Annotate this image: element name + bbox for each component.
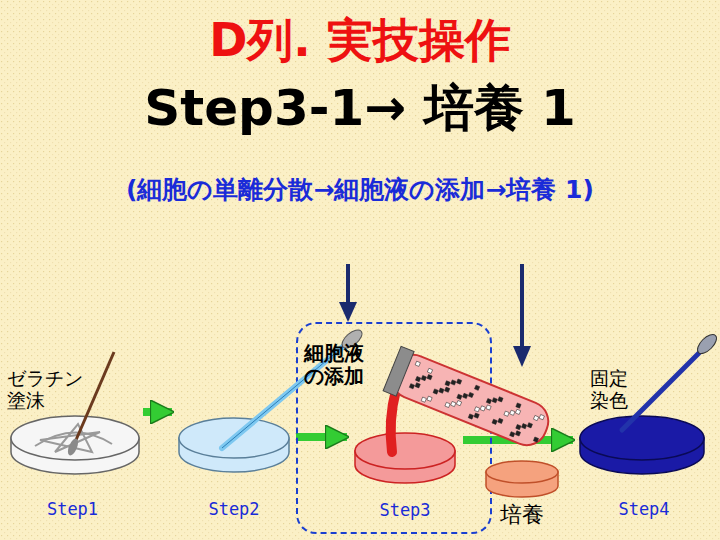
cell-dot bbox=[468, 392, 473, 397]
dish-top bbox=[355, 433, 455, 469]
cell-dot bbox=[415, 383, 420, 388]
cell-dot bbox=[527, 423, 532, 428]
step3-region: 細胞液 の添加 Step3 bbox=[296, 322, 492, 534]
step-label: Step3 bbox=[350, 501, 460, 521]
cell-dot bbox=[415, 361, 420, 366]
cell-suspension-stream bbox=[391, 390, 396, 452]
cell-dot bbox=[510, 432, 515, 437]
cell-dot bbox=[445, 381, 450, 386]
petri-dish: Step2 bbox=[175, 362, 293, 527]
step-arrow bbox=[296, 433, 347, 441]
cell-dot bbox=[486, 399, 491, 404]
cell-dot bbox=[516, 424, 521, 429]
slide-title: D列. 実技操作 bbox=[0, 14, 720, 67]
cell-dot bbox=[492, 398, 497, 403]
node-label: 培養 bbox=[484, 502, 560, 527]
subtitle: Step3-1→ 培養 1 bbox=[0, 80, 720, 138]
node-label: ゼラチン 塗沫 bbox=[7, 368, 99, 412]
node-label: 固定 染色 bbox=[590, 368, 650, 412]
cell-dot bbox=[533, 415, 538, 420]
process-summary: (細胞の単離分散→細胞液の添加→培養 1) bbox=[0, 176, 720, 205]
cell-dot bbox=[474, 413, 479, 418]
cell-dot bbox=[433, 389, 438, 394]
petri-dish: Step3 bbox=[350, 417, 460, 529]
cell-dot bbox=[516, 403, 521, 408]
cell-dot bbox=[486, 405, 491, 410]
cell-dot bbox=[474, 407, 479, 412]
cell-suspension-tube bbox=[383, 346, 555, 453]
cell-dot bbox=[463, 393, 468, 398]
cell-dot bbox=[539, 415, 544, 420]
cell-dot bbox=[427, 375, 432, 380]
pipette bbox=[622, 331, 720, 430]
cell-dot bbox=[515, 431, 520, 436]
step-label: Step1 bbox=[5, 500, 140, 520]
cell-dot bbox=[533, 437, 538, 442]
cell-dot bbox=[457, 394, 462, 399]
petri-dish: ゼラチン 塗沫 Step1 bbox=[5, 362, 140, 527]
cell-dot bbox=[510, 410, 515, 415]
gelatin-smear bbox=[35, 424, 112, 452]
cell-dot bbox=[451, 380, 456, 385]
cell-dot bbox=[445, 387, 450, 392]
cell-dot bbox=[427, 396, 432, 401]
cell-dot bbox=[474, 385, 479, 390]
culture-dish: 培養 bbox=[484, 458, 560, 534]
node-label: 細胞液 の添加 bbox=[304, 342, 388, 388]
cell-dot bbox=[468, 414, 473, 419]
dish-top bbox=[486, 461, 558, 483]
step-label: Step4 bbox=[576, 500, 712, 520]
down-arrow bbox=[339, 264, 357, 322]
cell-dot bbox=[492, 419, 497, 424]
cell-dot bbox=[409, 384, 414, 389]
cell-dot bbox=[421, 376, 426, 381]
cell-dot bbox=[480, 406, 485, 411]
cell-dot bbox=[504, 411, 509, 416]
cell-dot bbox=[498, 418, 503, 423]
down-arrow bbox=[513, 264, 531, 367]
cell-dot bbox=[522, 424, 527, 429]
step-arrow bbox=[463, 436, 573, 444]
brush bbox=[66, 352, 114, 457]
dish-top bbox=[11, 416, 139, 460]
dish-top bbox=[580, 416, 704, 460]
step-label: Step2 bbox=[175, 500, 293, 520]
cell-dot bbox=[451, 401, 456, 406]
cell-dot bbox=[445, 402, 450, 407]
cell-dot bbox=[457, 379, 462, 384]
cell-dot bbox=[515, 409, 520, 414]
pipette bbox=[222, 327, 365, 448]
step-arrow bbox=[143, 408, 172, 416]
cell-dot bbox=[427, 368, 432, 373]
cell-dot bbox=[421, 397, 426, 402]
cell-dot bbox=[439, 388, 444, 393]
cell-dot bbox=[498, 397, 503, 402]
dish-top bbox=[179, 418, 289, 458]
petri-dish: 固定 染色 Step4 bbox=[576, 362, 712, 527]
cell-dot bbox=[456, 401, 461, 406]
cell-dot bbox=[415, 376, 420, 381]
